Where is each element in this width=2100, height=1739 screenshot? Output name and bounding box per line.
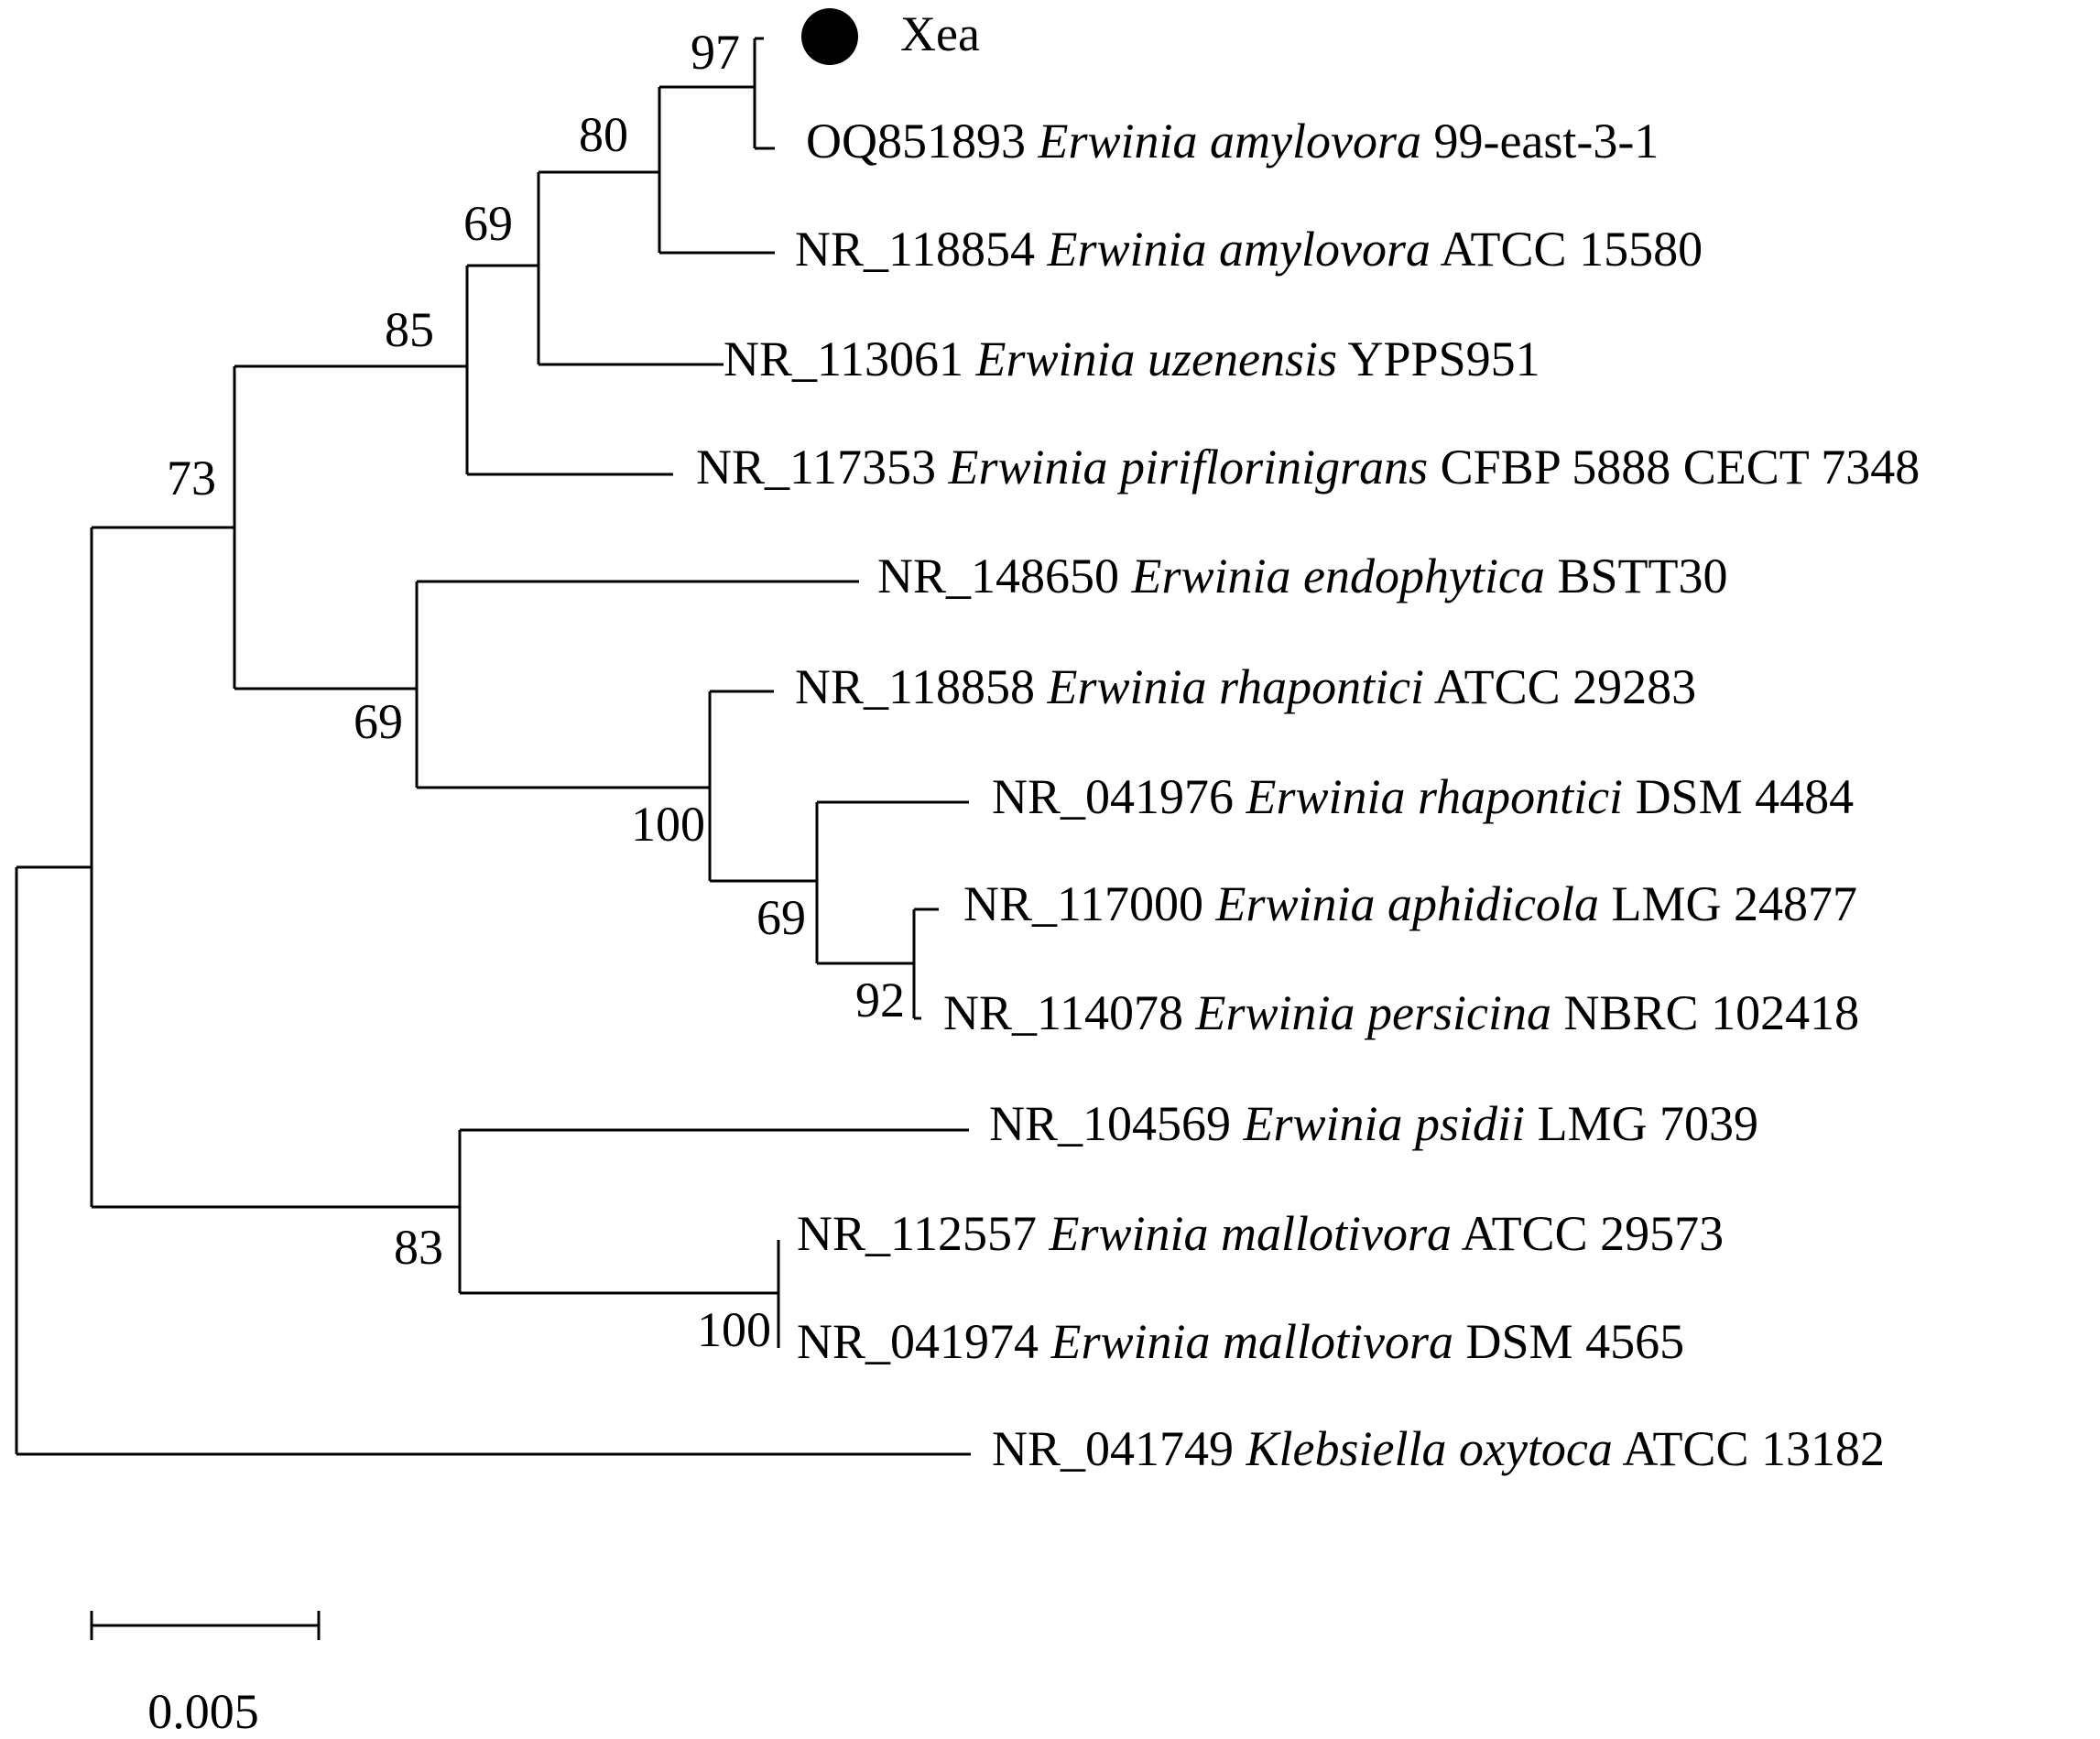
bootstrap-xea-oq851893: 97 [691,25,740,80]
bootstrap-rhapontici-aphidicola-persicina: 69 [756,890,806,945]
taxon-label-nr-041974: NR_041974 Erwinia mallotivora DSM 4565 [797,1314,1684,1369]
taxon-label-nr-118854: NR_118854 Erwinia amylovora ATCC 15580 [795,222,1703,277]
branch-uzenensis-clade [537,170,724,366]
branch-upper-group [233,364,467,690]
scale-bar [90,1611,321,1640]
taxon-label-nr-041749: NR_041749 Klebsiella oxytoca ATCC 13182 [992,1421,1885,1476]
query-marker-dot [801,8,858,65]
taxon-label-nr-117353: NR_117353 Erwinia piriflorinigrans CFBP … [696,440,1920,495]
branch-rhapontici-group [708,690,817,883]
branch-rhapontici-aphidicola-persicina [815,800,969,965]
bootstrap-psidii-mallotivora: 83 [394,1220,443,1275]
taxon-label-nr-041976: NR_041976 Erwinia rhapontici DSM 4484 [992,769,1854,824]
taxon-label-nr-118858: NR_118858 Erwinia rhapontici ATCC 29283 [795,659,1696,714]
taxon-label-nr-114078: NR_114078 Erwinia persicina NBRC 102418 [943,985,1859,1040]
branch-xea-oq851893 [753,37,775,150]
bootstrap-uzenensis-clade: 69 [463,196,513,251]
branch-endophytica-rhapontici [415,580,859,789]
query-label: Xea [900,6,980,61]
taxon-label-oq851893: OQ851893 Erwinia amylovora 99-east-3-1 [806,114,1659,168]
scale-bar-label: 0.005 [147,1684,259,1739]
branch-amylovora-clade [658,85,775,255]
branch-aphidicola-persicina [912,908,939,1020]
bootstrap-mallotivora-pair: 100 [697,1302,771,1357]
bootstrap-endophytica-rhapontici: 69 [354,694,403,749]
bootstrap-amylovora-clade: 80 [579,107,628,162]
bootstrap-upper-group: 73 [167,451,216,505]
branch-psidii-mallotivora [458,1128,969,1295]
taxon-label-nr-148650: NR_148650 Erwinia endophytica BSTT30 [877,549,1727,603]
taxon-label-nr-104569: NR_104569 Erwinia psidii LMG 7039 [989,1096,1758,1151]
taxon-label-nr-112557: NR_112557 Erwinia mallotivora ATCC 29573 [797,1206,1724,1261]
taxon-label-nr-113061: NR_113061 Erwinia uzenensis YPPS951 [724,331,1540,386]
taxon-label-nr-117000: NR_117000 Erwinia aphidicola LMG 24877 [963,876,1857,931]
bootstrap-aphidicola-persicina: 92 [855,973,905,1027]
bootstrap-piriflorinigrans-clade: 85 [385,302,434,357]
branch-piriflorinigrans-clade [465,264,673,476]
branch-root [15,865,971,1456]
branch-ingroup [90,526,460,1209]
bootstrap-rhapontici-group: 100 [631,797,705,852]
